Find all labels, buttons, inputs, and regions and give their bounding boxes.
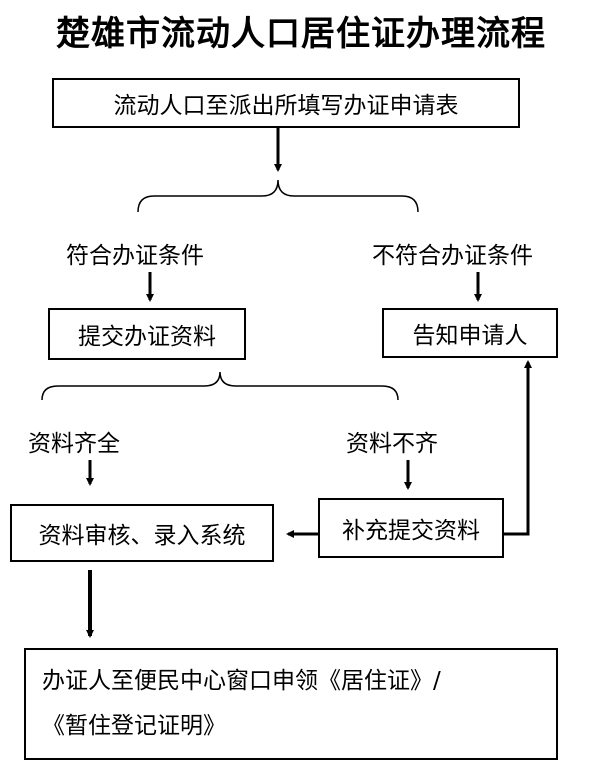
step-submit-materials: 提交办证资料: [48, 308, 246, 360]
bracket-eligibility: [137, 179, 419, 213]
label-materials-incomplete: 资料不齐: [346, 431, 438, 457]
step-supplement-materials-label: 补充提交资料: [342, 518, 480, 544]
step-supplement-materials: 补充提交资料: [318, 498, 504, 558]
page-title: 楚雄市流动人口居住证办理流程: [56, 14, 546, 54]
label-meets-conditions: 符合办证条件: [66, 243, 204, 269]
step-fill-form: 流动人口至派出所填写办证申请表: [52, 78, 520, 128]
label-not-meets-conditions: 不符合办证条件: [372, 243, 533, 269]
step-review-entry: 资料审核、录入系统: [10, 504, 274, 562]
arrow-supplement-to-notify: [504, 360, 532, 536]
step-collect-certificate: 办证人至便民中心窗口申领《居住证》/ 《暂住登记证明》: [24, 648, 558, 760]
label-materials-complete: 资料齐全: [28, 431, 120, 457]
step-notify-applicant: 告知申请人: [382, 308, 558, 358]
step-fill-form-label: 流动人口至派出所填写办证申请表: [113, 93, 459, 119]
step-review-entry-label: 资料审核、录入系统: [38, 523, 246, 549]
step-submit-materials-label: 提交办证资料: [78, 324, 216, 350]
bracket-materials: [41, 371, 399, 401]
step-notify-applicant-label: 告知申请人: [412, 323, 528, 349]
final-line-1: 办证人至便民中心窗口申领《居住证》/: [42, 668, 441, 694]
final-line-2: 《暂住登记证明》: [42, 713, 226, 739]
